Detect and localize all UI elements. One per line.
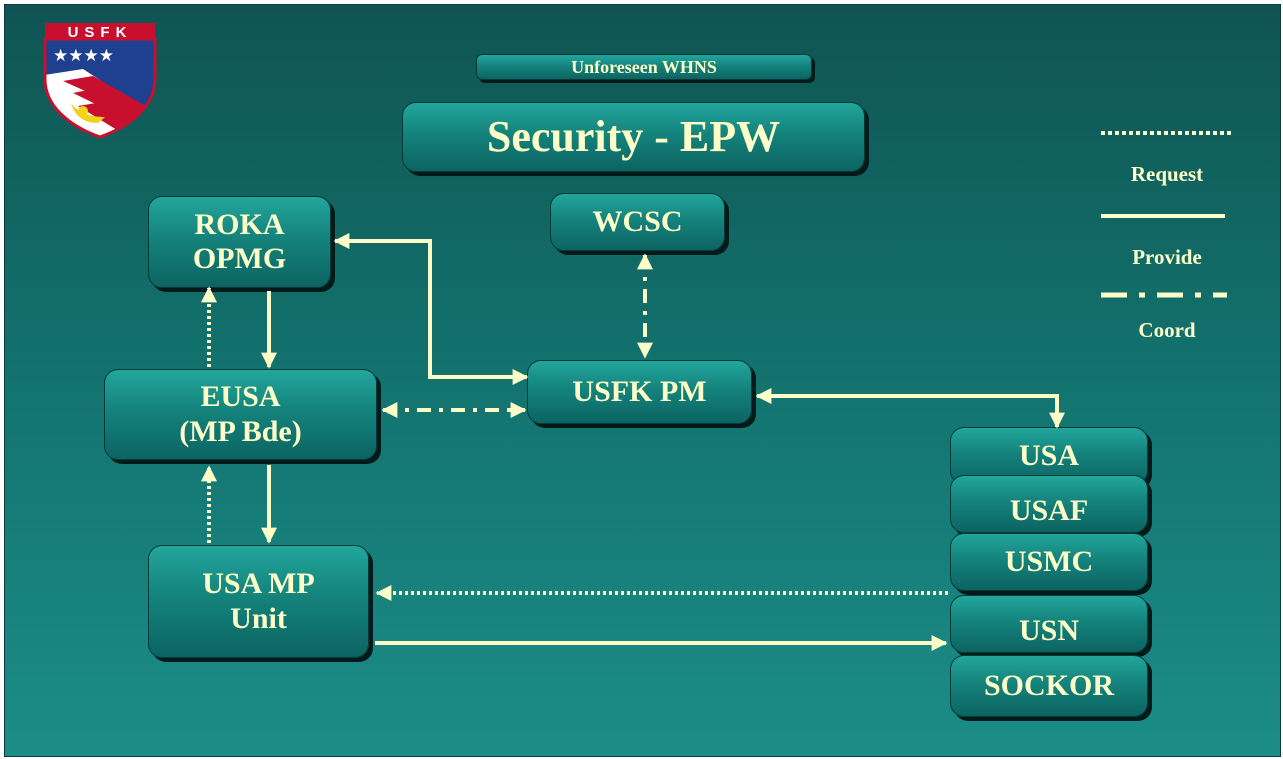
node-sockor-label: SOCKOR <box>983 668 1115 702</box>
node-roka-line2: OPMG <box>192 242 287 275</box>
legend-provide: Provide <box>1132 245 1202 269</box>
arrow-usfk-usa <box>755 388 1065 429</box>
subtitle: Unforeseen WHNS <box>571 56 717 77</box>
node-usaf-label: USAF <box>1009 493 1089 527</box>
node-usa-mp-line2: Unit <box>230 601 287 635</box>
node-usa-mp-unit: USA MP Unit <box>148 545 369 658</box>
legend-coord: Coord <box>1138 318 1196 342</box>
node-roka-line1: ROKA <box>194 207 285 241</box>
node-usmc-label: USMC <box>1004 544 1094 578</box>
node-usn: USN <box>950 595 1148 653</box>
node-usaf: USAF <box>950 475 1148 533</box>
page-title: Security - EPW <box>486 111 781 161</box>
logo-text: USFK <box>68 24 133 41</box>
node-eusa: EUSA (MP Bde) <box>104 369 377 460</box>
legend-lines <box>1101 131 1233 298</box>
title-box: Security - EPW <box>402 102 865 172</box>
node-sockor: SOCKOR <box>950 655 1148 717</box>
arrow-roka-usfk <box>333 233 529 385</box>
node-roka-opmg: ROKA OPMG <box>148 196 331 288</box>
node-usa-label: USA <box>1018 438 1079 472</box>
usfk-shield-logo: USFK ★★★★ <box>43 23 157 139</box>
svg-text:★★★★: ★★★★ <box>53 46 114 66</box>
node-usn-label: USN <box>1018 613 1079 647</box>
node-usfk-pm: USFK PM <box>527 360 752 424</box>
node-eusa-line1: EUSA <box>200 380 281 413</box>
connector-arrows <box>201 233 1065 651</box>
legend-request: Request <box>1130 162 1204 186</box>
node-wcsc: WCSC <box>550 193 725 251</box>
subtitle-box: Unforeseen WHNS <box>476 54 812 80</box>
node-wcsc-label: WCSC <box>592 204 683 238</box>
slide: USFK ★★★★ Unforeseen WHNS Security - EPW… <box>4 4 1281 757</box>
node-usa-mp-line1: USA MP <box>202 567 315 600</box>
node-usmc: USMC <box>950 533 1148 591</box>
node-eusa-line2: (MP Bde) <box>179 414 302 448</box>
node-usfk-pm-label: USFK PM <box>572 374 707 408</box>
